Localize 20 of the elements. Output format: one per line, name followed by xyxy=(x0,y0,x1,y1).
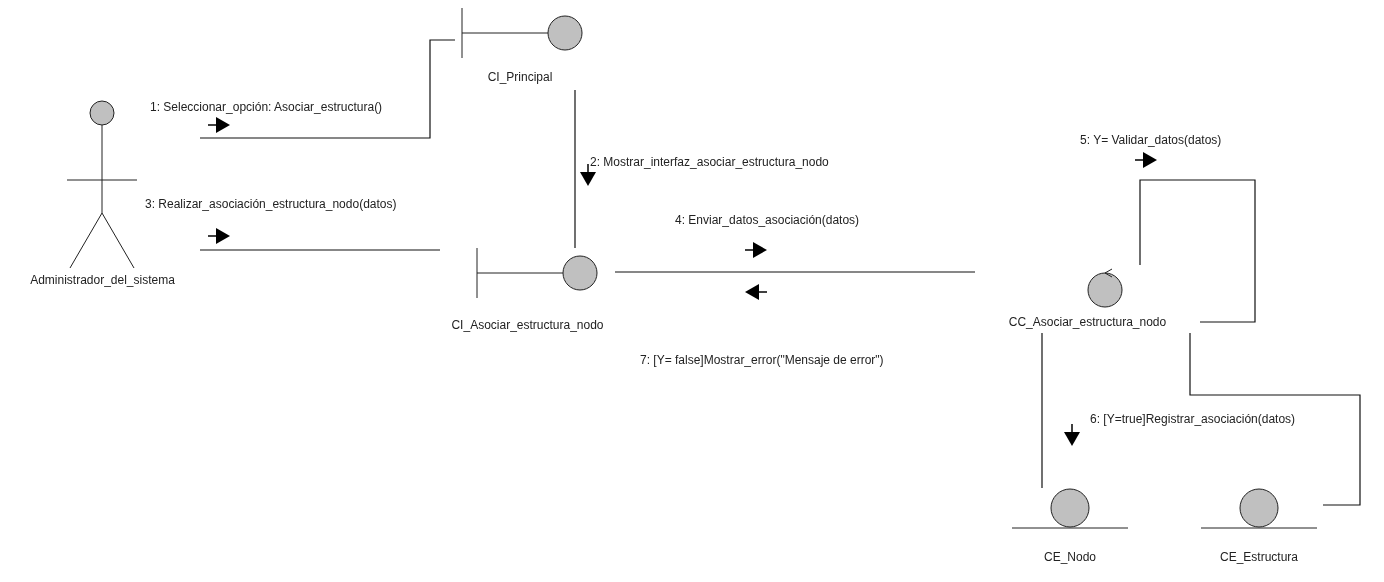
object-name: CC_Asociar_estructura_nodo xyxy=(1008,315,1167,329)
message-label: 3: Realizar_asociación_estructura_nodo(datos) xyxy=(145,197,397,211)
message-label: 2: Mostrar_interfaz_asociar_estructura_nodo xyxy=(590,155,829,169)
link-line xyxy=(1189,332,1361,506)
object-name: CE_Estructura xyxy=(1220,550,1298,564)
object-name: CI_Asociar_estructura_nodo xyxy=(451,318,604,332)
message-label: 6: [Y=true]Registrar_asociación(datos) xyxy=(1090,412,1296,426)
object-name: CE_Nodo xyxy=(1044,550,1096,564)
link-line xyxy=(199,249,441,251)
message-label: 1: Seleccionar_opción: Asociar_estructura() xyxy=(150,100,383,114)
message-label: 5: Y= Validar_datos(datos) xyxy=(1080,133,1222,147)
object-name: CI_Principal xyxy=(487,70,553,84)
link-line xyxy=(614,271,976,273)
link-line xyxy=(199,39,456,139)
message-label: 4: Enviar_datos_asociación(datos) xyxy=(675,213,860,227)
link-line xyxy=(574,89,576,249)
object-name: Administrador_del_sistema xyxy=(30,273,175,287)
link-line xyxy=(1041,332,1043,489)
link-line xyxy=(1139,179,1256,323)
message-label: 7: [Y= false]Mostrar_error("Mensaje de error") xyxy=(640,353,884,367)
